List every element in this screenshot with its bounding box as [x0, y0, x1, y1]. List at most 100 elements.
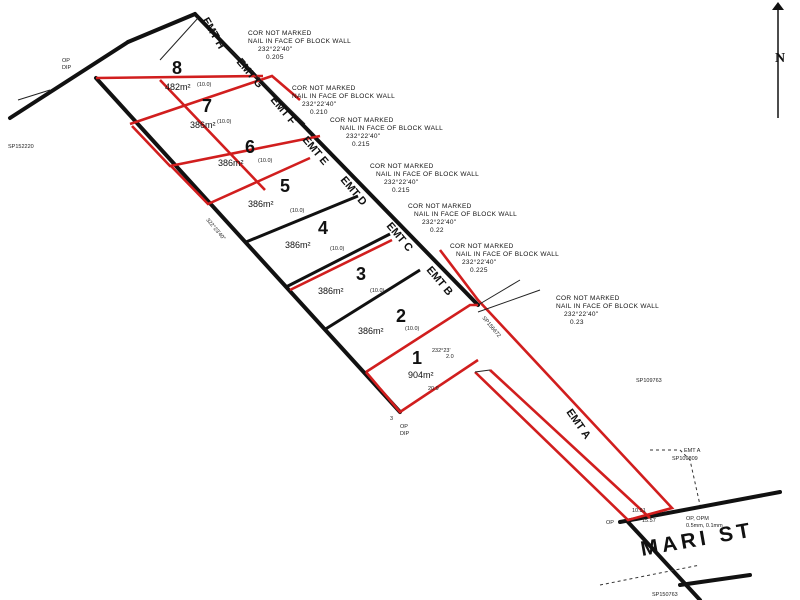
dist-street2: 15.57: [642, 518, 656, 524]
street-boundary-side: [626, 520, 702, 600]
corner-note-2: COR NOT MARKED NAIL IN FACE OF BLOCK WAL…: [292, 85, 395, 116]
lot-5-number: 5: [280, 176, 290, 196]
street-boundary-bottom: [678, 573, 752, 587]
corner-note-7-line3: 232°22'40": [564, 310, 599, 318]
corner-note-3-line2: NAIL IN FACE OF BLOCK WALL: [340, 125, 443, 132]
width-lot5: (10.0): [258, 158, 273, 164]
plan-ref-2: SP109809: [672, 456, 698, 462]
lot-7-area: 386m²: [190, 120, 216, 130]
thin-emt-strip-1: [229, 49, 306, 125]
width-lot3: (10.0): [330, 246, 345, 252]
corner-note-5-line1: COR NOT MARKED: [408, 203, 472, 210]
lot-5-area: 386m²: [248, 199, 274, 209]
dist-lot1-bottom: 20.9: [428, 386, 439, 392]
red-lot3-edge: [289, 238, 393, 292]
corner-note-6-line3: 232°22'40": [462, 258, 497, 266]
black-lot-divisions: [245, 194, 421, 332]
corner-note-4: COR NOT MARKED NAIL IN FACE OF BLOCK WAL…: [370, 163, 479, 194]
north-label: N: [775, 51, 785, 66]
north-arrow: N: [772, 2, 785, 118]
width-labels: (10.0) (10.0) (10.0) (10.0) (10.0) (10.0…: [197, 82, 420, 332]
corner-note-6-line4: 0.225: [470, 267, 488, 274]
red-lot6-5: [131, 125, 321, 168]
red-inner-1: [159, 79, 266, 191]
corner-note-2-line3: 232°22'40": [302, 100, 337, 108]
lot-3-area: 386m²: [318, 286, 344, 296]
lot-4-area: 386m²: [285, 240, 311, 250]
emt-a-label: EMT A: [564, 407, 593, 442]
red-lot8-7: [95, 74, 264, 80]
division-5-4: [245, 194, 359, 244]
lot-4-number: 4: [318, 218, 328, 238]
corner-note-1-line3: 232°22'40": [258, 45, 293, 53]
width-lot6: (10.0): [217, 119, 232, 125]
dashed-lines: [599, 449, 701, 586]
corner-note-7-line4: 0.23: [570, 319, 584, 326]
corner-note-1: COR NOT MARKED NAIL IN FACE OF BLOCK WAL…: [248, 30, 351, 61]
op-top: OP: [62, 58, 70, 64]
street-boundary-top: [618, 490, 782, 524]
north-arrow-head: [772, 2, 784, 10]
red-lot1-bottom: [365, 358, 479, 414]
width-lot4: (10.0): [290, 208, 305, 214]
west-boundary: [94, 76, 402, 414]
lot-2-area: 386m²: [358, 326, 384, 336]
corner-note-1-line4: 0.205: [266, 54, 284, 61]
black-boundaries: [8, 12, 782, 600]
emt-b-label: EMT B: [424, 264, 455, 298]
lot-8-area: 482m²: [165, 82, 191, 92]
corner-note-7-line2: NAIL IN FACE OF BLOCK WALL: [556, 303, 659, 310]
bearing-lot1: 232°23': [432, 348, 451, 354]
lot-1-area: 904m²: [408, 370, 434, 380]
opbm-label: OP, OPM: [686, 516, 709, 522]
lot-3-number: 3: [356, 264, 366, 284]
width-lot1: (10.0): [405, 326, 420, 332]
emt-a-ref: EMT A: [684, 448, 701, 454]
corner-note-1-line2: NAIL IN FACE OF BLOCK WALL: [248, 38, 351, 45]
corner-note-1-line1: COR NOT MARKED: [248, 30, 312, 37]
lot-6-number: 6: [245, 137, 255, 157]
emt-h-label: EMT H: [199, 16, 227, 52]
red-boundaries: [95, 74, 675, 522]
lot-1-number: 1: [412, 348, 422, 368]
corner-note-5: COR NOT MARKED NAIL IN FACE OF BLOCK WAL…: [408, 203, 517, 234]
corner-note-2-line2: NAIL IN FACE OF BLOCK WALL: [292, 93, 395, 100]
lot-8-number: 8: [172, 58, 182, 78]
op-street: OP: [606, 520, 614, 526]
road-boundary-top: [8, 40, 130, 120]
thin-top: [159, 17, 199, 61]
thin-lines: [17, 17, 541, 373]
corner-note-3-line3: 232°22'40": [346, 132, 381, 140]
corner-note-6: COR NOT MARKED NAIL IN FACE OF BLOCK WAL…: [450, 243, 559, 274]
thin-lot1-link: [474, 369, 491, 373]
corner-note-6-line2: NAIL IN FACE OF BLOCK WALL: [456, 251, 559, 258]
dashed-emt-ref: [650, 449, 701, 506]
corner-note-3-line4: 0.215: [352, 141, 370, 148]
lot-6-area: 386m²: [218, 158, 244, 168]
corner-note-7: COR NOT MARKED NAIL IN FACE OF BLOCK WAL…: [556, 295, 659, 326]
corner-note-2-line1: COR NOT MARKED: [292, 85, 356, 92]
corner-note-3: COR NOT MARKED NAIL IN FACE OF BLOCK WAL…: [330, 117, 443, 148]
width-lot2: (10.0): [370, 288, 385, 294]
width-lot7: (10.0): [197, 82, 212, 88]
north-boundary: [126, 12, 197, 44]
bearing-left: 322°23'40": [204, 217, 226, 241]
red-lot5-edge: [170, 156, 311, 206]
corner-note-7-line1: COR NOT MARKED: [556, 295, 620, 302]
corner-note-6-line1: COR NOT MARKED: [450, 243, 514, 250]
lot-7-number: 7: [202, 96, 212, 116]
corner-note-3-line1: COR NOT MARKED: [330, 117, 394, 124]
corner-digit-3: 3: [390, 416, 393, 422]
thin-emt-c-2: [477, 289, 541, 313]
plan-ref-5: SP156672: [480, 315, 501, 339]
corner-note-4-line1: COR NOT MARKED: [370, 163, 434, 170]
corner-note-5-line4: 0.22: [430, 227, 444, 234]
dist-lot1-top: 2.0: [446, 354, 454, 360]
emt-g-label: EMT G: [234, 56, 266, 90]
dashed-bottom: [599, 564, 701, 586]
plan-ref-4: SP150763: [652, 592, 678, 598]
dip-top: DIP: [62, 65, 72, 71]
division-4-3: [285, 232, 391, 289]
corner-note-4-line2: NAIL IN FACE OF BLOCK WALL: [376, 171, 479, 178]
